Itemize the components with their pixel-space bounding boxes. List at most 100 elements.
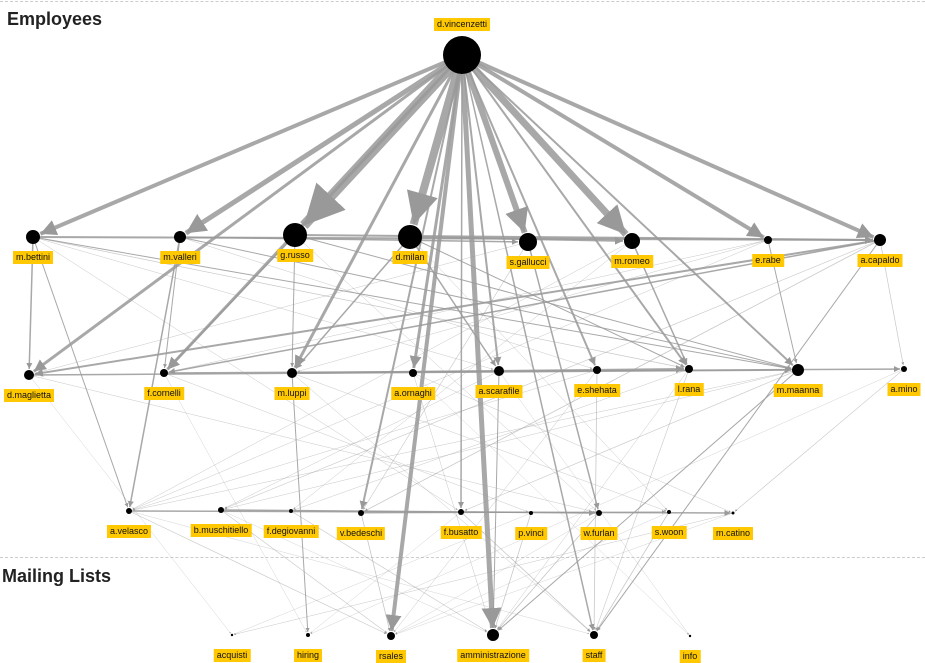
edge-a.capaldo-to-d.maglietta	[34, 239, 881, 377]
edge-d.vincenzetti-to-m.romeo	[459, 52, 629, 237]
edge-d.vincenzetti-to-e.shehata	[461, 54, 596, 366]
node-m.catino[interactable]	[731, 511, 735, 515]
node-label[interactable]: m.bettini	[12, 251, 54, 264]
node-info[interactable]	[688, 634, 692, 638]
node-label[interactable]: s.gallucci	[506, 256, 550, 269]
edge-a.ornaghi-to-amministrazione	[412, 372, 492, 629]
node-label[interactable]: l.rana	[674, 383, 704, 396]
edge-m.valleri-to-a.velasco	[127, 236, 181, 508]
edge-e.shehata-to-rsales	[393, 369, 598, 633]
node-label[interactable]: d.milan	[392, 251, 428, 264]
node-label[interactable]: a.mino	[887, 383, 921, 396]
node-label[interactable]: f.busatto	[440, 526, 482, 539]
edge-d.vincenzetti-to-l.rana	[461, 54, 687, 366]
node-l.rana[interactable]	[685, 365, 693, 373]
node-a.scarafile[interactable]	[494, 366, 504, 376]
edge-a.ornaghi-to-info	[412, 372, 689, 635]
edge-l.rana-to-f.degiovanni	[293, 368, 690, 511]
node-label[interactable]: m.luppi	[274, 387, 310, 400]
edge-w.furlan-to-rsales	[395, 512, 600, 634]
node-f.degiovanni[interactable]	[289, 509, 293, 513]
node-f.cornelli[interactable]	[160, 369, 168, 377]
node-f.busatto[interactable]	[458, 509, 464, 515]
node-label[interactable]: a.capaldo	[857, 254, 903, 267]
node-label[interactable]: d.maglietta	[3, 389, 55, 402]
edge-m.luppi-to-s.woon	[291, 372, 667, 512]
node-s.gallucci[interactable]	[519, 233, 537, 251]
node-label[interactable]: b.muschitiello	[190, 524, 252, 537]
node-label[interactable]: hiring	[293, 649, 323, 662]
node-a.ornaghi[interactable]	[409, 369, 417, 377]
edge-p.vinci-to-acquisti	[233, 512, 532, 635]
edge-m.bettini-to-l.rana	[32, 236, 685, 369]
node-w.furlan[interactable]	[596, 510, 602, 516]
node-b.muschitiello[interactable]	[218, 507, 224, 513]
edge-d.vincenzetti-to-v.bedeschi	[359, 54, 463, 510]
node-d.maglietta[interactable]	[24, 370, 34, 380]
node-label[interactable]: amministrazione	[457, 649, 529, 662]
node-m.maanna[interactable]	[792, 364, 804, 376]
node-e.shehata[interactable]	[593, 366, 601, 374]
edge-d.vincenzetti-to-rsales	[385, 54, 464, 632]
node-label[interactable]: m.valleri	[160, 251, 200, 264]
node-label[interactable]: f.cornelli	[144, 387, 184, 400]
node-hiring[interactable]	[306, 633, 310, 637]
node-g.russo[interactable]	[283, 223, 307, 247]
edge-e.shehata-to-a.velasco	[132, 369, 598, 511]
node-acquisti[interactable]	[230, 633, 234, 637]
node-amministrazione[interactable]	[487, 629, 499, 641]
node-label[interactable]: a.velasco	[106, 525, 152, 538]
node-label[interactable]: a.scarafile	[475, 385, 523, 398]
node-label[interactable]: s.woon	[651, 526, 687, 539]
node-label[interactable]: info	[679, 650, 701, 663]
node-label[interactable]: acquisti	[213, 649, 251, 662]
node-label[interactable]: g.russo	[277, 249, 313, 262]
edge-d.vincenzetti-to-m.valleri	[184, 52, 464, 236]
node-label[interactable]: d.vincenzetti	[433, 18, 491, 31]
node-label[interactable]: staff	[582, 649, 606, 662]
node-label[interactable]: w.furlan	[580, 527, 618, 540]
node-a.mino[interactable]	[901, 366, 907, 372]
edge-l.rana-to-amministrazione	[496, 368, 690, 630]
edge-s.woon-to-rsales	[395, 511, 670, 635]
node-label[interactable]: m.romeo	[611, 255, 653, 268]
node-label[interactable]: e.rabe	[752, 254, 784, 267]
edge-d.milan-to-m.romeo	[409, 236, 624, 245]
node-label[interactable]: m.maanna	[773, 384, 823, 397]
edge-f.busatto-to-staff	[460, 511, 591, 632]
section-divider	[0, 557, 925, 558]
edge-s.gallucci-to-w.furlan	[527, 241, 600, 510]
edge-d.vincenzetti-to-a.capaldo	[461, 53, 875, 239]
node-label[interactable]: rsales	[375, 650, 407, 663]
top-divider	[0, 1, 925, 2]
edge-s.gallucci-to-d.maglietta	[34, 241, 529, 374]
node-s.woon[interactable]	[667, 510, 671, 514]
node-label[interactable]: f.degiovanni	[263, 525, 319, 538]
node-label[interactable]: a.ornaghi	[391, 387, 435, 400]
edge-f.busatto-to-hiring	[310, 511, 462, 634]
node-d.vincenzetti[interactable]	[443, 36, 481, 74]
edge-m.bettini-to-a.velasco	[32, 236, 129, 508]
edge-a.ornaghi-to-m.catino	[412, 372, 731, 513]
node-label[interactable]: v.bedeschi	[336, 527, 386, 540]
node-d.milan[interactable]	[398, 225, 422, 249]
edge-d.vincenzetti-to-amministrazione	[459, 54, 502, 629]
node-a.capaldo[interactable]	[874, 234, 886, 246]
node-label[interactable]: p.vinci	[515, 527, 547, 540]
edge-m.maanna-to-f.busatto	[464, 369, 799, 511]
node-rsales[interactable]	[387, 632, 395, 640]
node-a.velasco[interactable]	[126, 508, 132, 514]
edge-d.milan-to-s.woon	[409, 236, 668, 510]
node-m.bettini[interactable]	[26, 230, 40, 244]
node-p.vinci[interactable]	[529, 511, 533, 515]
node-m.valleri[interactable]	[174, 231, 186, 243]
node-m.romeo[interactable]	[624, 233, 640, 249]
node-label[interactable]: m.catino	[712, 527, 754, 540]
node-staff[interactable]	[590, 631, 598, 639]
edge-d.vincenzetti-to-m.bettini	[39, 53, 463, 236]
edge-m.luppi-to-l.rana	[291, 365, 685, 374]
node-label[interactable]: e.shehata	[574, 384, 620, 397]
node-m.luppi[interactable]	[287, 368, 297, 378]
node-v.bedeschi[interactable]	[358, 510, 364, 516]
node-e.rabe[interactable]	[764, 236, 772, 244]
